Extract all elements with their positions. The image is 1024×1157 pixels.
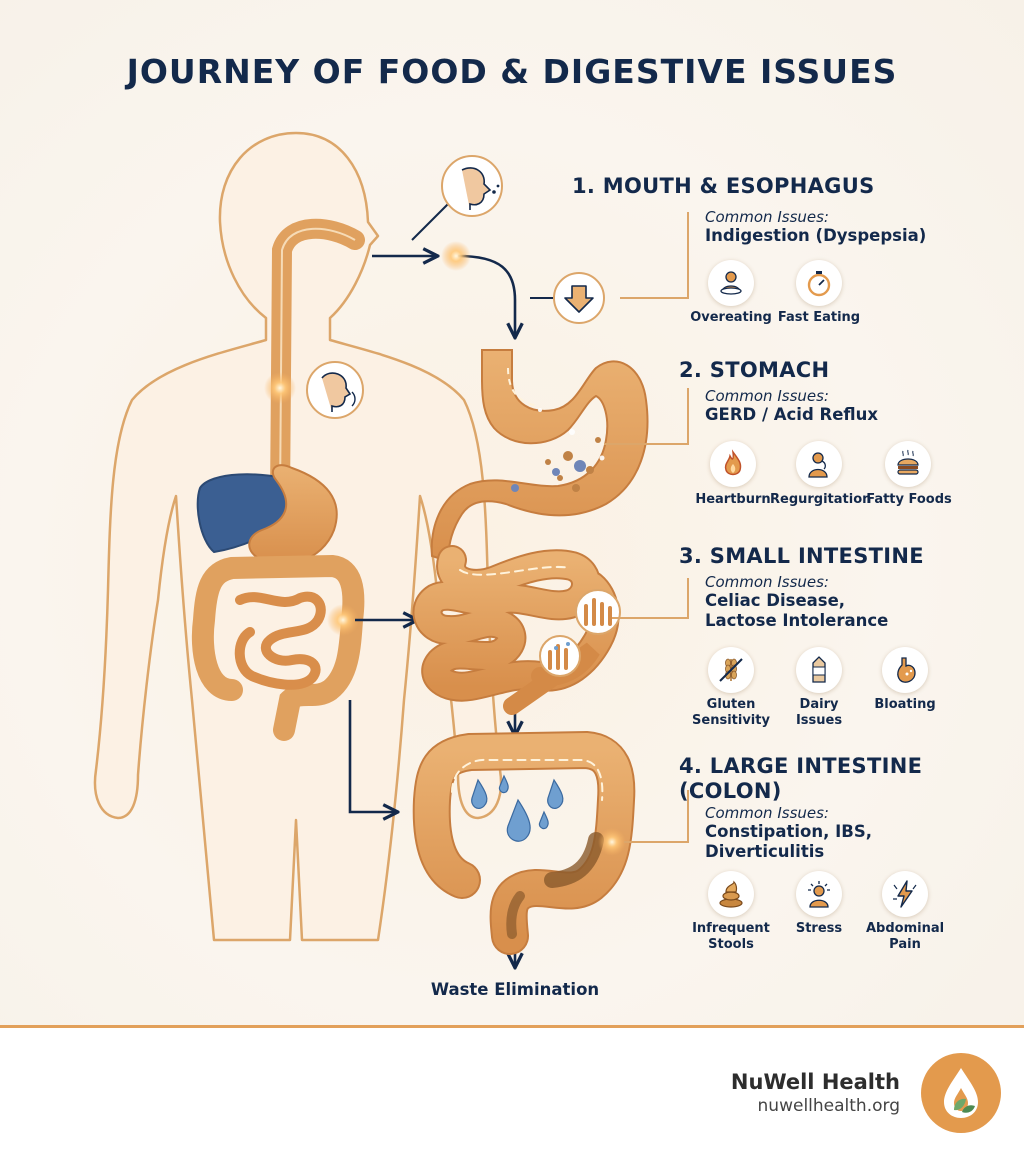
issue-text: Constipation, IBS, [705,822,873,841]
milk-carton-icon [796,647,842,693]
common-issues-label: Common Issues: [705,573,829,591]
issue-text: GERD / Acid Reflux [705,405,879,424]
section-stomach: 2. STOMACH Common Issues: GERD / Acid Re… [679,358,878,425]
swallow-arrow-icon [530,272,605,324]
common-issues-label: Common Issues: [705,208,829,226]
wheat-crossed-icon [708,647,754,693]
cause-label: Gluten Sensitivity [692,697,770,728]
overeating-icon [708,260,754,306]
brand-name: NuWell Health [730,1070,900,1094]
villi-icon-1 [575,589,621,635]
cause-label: Regurgitation [770,492,872,507]
cause-label: Dairy Issues [795,697,843,728]
nuwell-logo-icon [921,1053,1001,1133]
common-issues-label: Common Issues: [705,387,829,405]
water-drops [471,774,564,842]
section-mouth-esophagus: 1. MOUTH & ESOPHAGUS [572,174,875,199]
cause-label: Infrequent Stools [692,921,770,952]
face-icon-mouth [411,155,503,241]
section-heading: 3. SMALL INTESTINE [679,544,924,568]
page-title: JOURNEY OF FOOD & DIGESTIVE ISSUES [126,52,898,91]
cause-label: Heartburn [695,492,771,507]
cause-label: Fatty Foods [866,492,952,507]
stopwatch-icon [796,260,842,306]
issue-text: Indigestion (Dyspepsia) [705,226,927,245]
face-icon-breath [306,361,364,419]
cause-label: Abdominal Pain [866,921,945,952]
cause-label: Overeating [690,310,772,325]
connector-lines [604,212,689,843]
issue-text: Diverticulitis [705,842,825,861]
brand-url[interactable]: nuwellhealth.org [757,1096,900,1116]
section-mouth-issues: Common Issues: Indigestion (Dyspepsia) [705,204,926,246]
cause-label: Fast Eating [777,310,861,325]
flow-arrows [348,256,515,966]
diagram-stage: JOURNEY OF FOOD & DIGESTIVE ISSUES 1. MO… [0,0,1024,1025]
small-intestine-organ [412,545,620,715]
section-heading: 2. STOMACH [679,358,830,382]
lightning-pain-icon [882,871,928,917]
stool-icon [708,871,754,917]
large-intestine-organ [412,730,636,955]
body-organs [191,218,365,741]
villi-icon-2 [539,635,581,677]
brand-block: NuWell Health nuwellhealth.org [731,1070,900,1116]
body-small-intestine [234,591,326,690]
cause-label: Bloating [874,697,936,712]
glow-colon [598,828,626,856]
body-glow-intestine [327,604,359,636]
regurgitation-icon [796,441,842,487]
issue-text: Lactose Intolerance [705,611,889,630]
issue-text: Celiac Disease, [705,591,846,610]
section-heading: 1. MOUTH & ESOPHAGUS [572,174,875,198]
section-small-intestine: 3. SMALL INTESTINE Common Issues: Celiac… [679,544,924,631]
burger-icon [885,441,931,487]
waste-elimination-label: Waste Elimination [430,980,600,999]
footer: NuWell Health nuwellhealth.org [0,1025,1024,1157]
flame-icon [710,441,756,487]
section-heading: 4. LARGE INTESTINE (COLON) [679,754,923,803]
common-issues-label: Common Issues: [705,804,829,822]
body-glow-chest [264,372,296,404]
bloated-stomach-icon [882,647,928,693]
section-large-intestine: 4. LARGE INTESTINE (COLON) Common Issues… [679,754,979,862]
stress-person-icon [796,871,842,917]
stomach-food-particles [545,437,601,492]
glow-mouth [441,241,471,271]
body-large-intestine [191,554,365,741]
digestive-diagram [93,131,689,1025]
cause-label: Stress [795,921,843,936]
